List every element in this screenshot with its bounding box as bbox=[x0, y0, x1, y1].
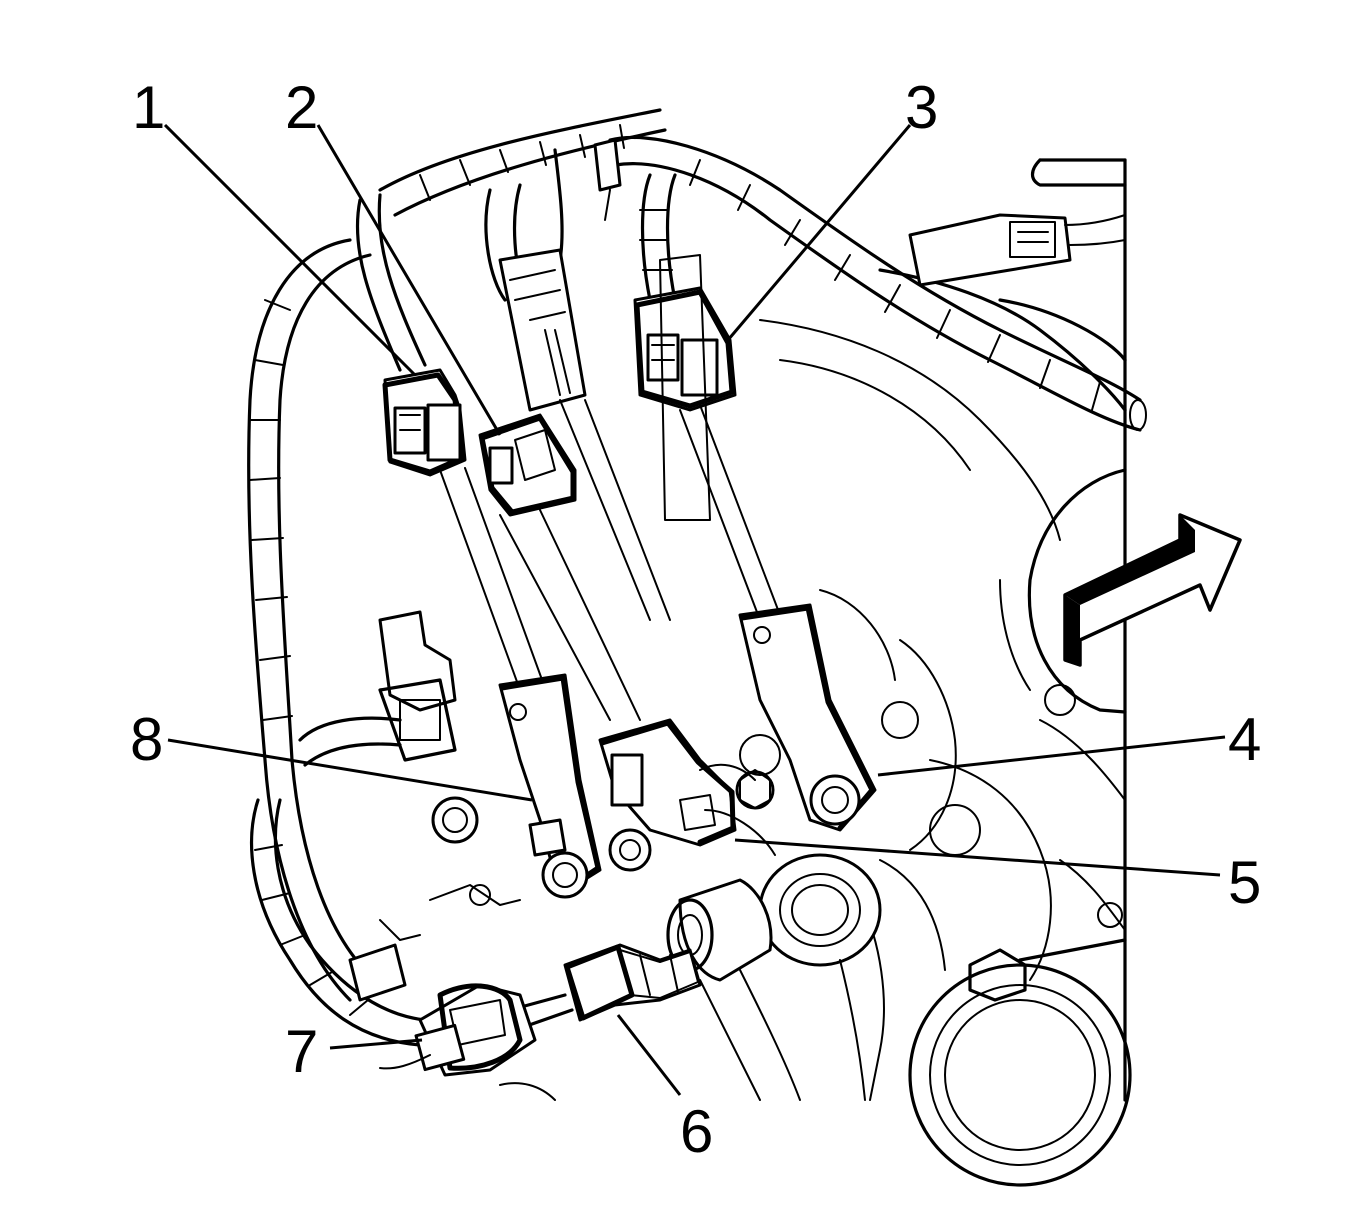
callout-1: 1 bbox=[132, 74, 165, 141]
connector-4-bracket bbox=[735, 603, 877, 832]
leader-3 bbox=[726, 124, 912, 341]
leader-2 bbox=[316, 124, 502, 436]
upper-center-connector bbox=[498, 248, 587, 412]
engine-block-outline bbox=[759, 158, 1132, 1187]
leader-6 bbox=[616, 1014, 682, 1096]
callout-8: 8 bbox=[130, 706, 163, 773]
upper-right-connector bbox=[908, 213, 1126, 287]
lower-details bbox=[499, 734, 866, 1101]
connector-8-bracket bbox=[498, 673, 602, 899]
front-direction-arrow-icon bbox=[1063, 513, 1242, 667]
leader-lines bbox=[163, 123, 1226, 1096]
left-side-connector bbox=[378, 610, 521, 906]
connector-1 bbox=[382, 368, 467, 477]
callout-labels: 1 2 3 4 5 6 7 8 bbox=[130, 74, 1261, 1165]
connector-5 bbox=[598, 718, 737, 872]
callout-4: 4 bbox=[1228, 706, 1261, 773]
upper-harness bbox=[355, 108, 1147, 432]
leader-7 bbox=[329, 1038, 423, 1050]
wire-harness bbox=[247, 238, 427, 1047]
connector-2 bbox=[478, 413, 577, 517]
callout-5: 5 bbox=[1228, 849, 1261, 916]
leader-1 bbox=[163, 123, 417, 377]
connector-3 bbox=[633, 286, 737, 412]
callout-6: 6 bbox=[680, 1098, 713, 1165]
leader-5 bbox=[734, 838, 1221, 877]
injector-rails bbox=[439, 254, 781, 721]
callout-3: 3 bbox=[905, 74, 938, 141]
callout-7: 7 bbox=[285, 1018, 318, 1085]
leader-8 bbox=[167, 738, 533, 802]
sensor-6-assembly bbox=[468, 853, 882, 1044]
leader-4 bbox=[877, 735, 1226, 777]
callout-2: 2 bbox=[285, 74, 318, 141]
connector-7 bbox=[379, 983, 537, 1077]
